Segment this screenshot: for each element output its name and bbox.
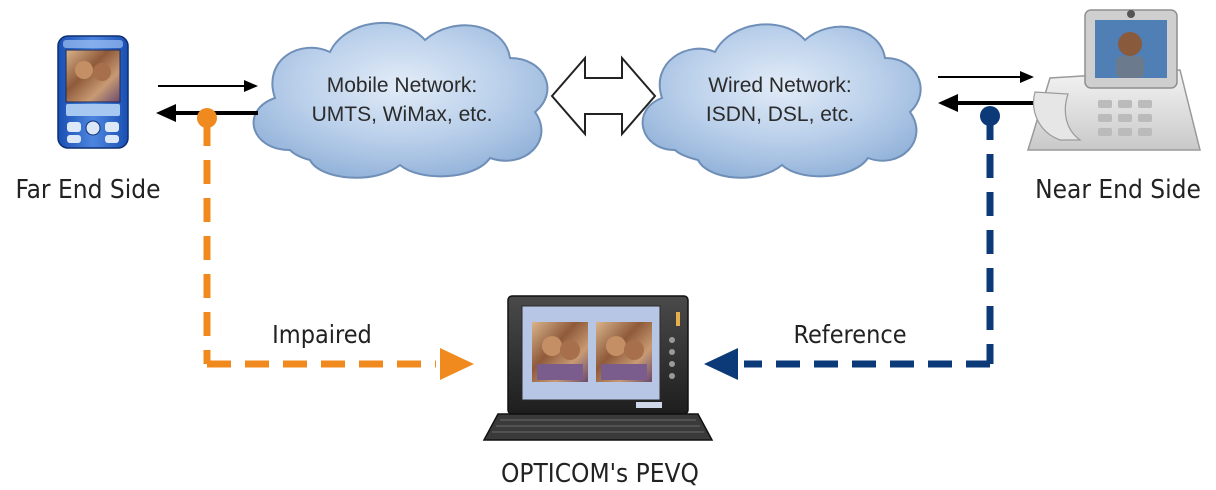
wired-network-title: Wired Network: xyxy=(708,74,852,97)
pda-icon xyxy=(57,35,129,149)
far-end-label: Far End Side xyxy=(16,175,161,205)
portable-computer-icon xyxy=(482,295,714,441)
mobile-network-title: Mobile Network: xyxy=(327,74,478,97)
reference-signal-path xyxy=(704,116,994,380)
pevq-label: OPTICOM's PEVQ xyxy=(501,459,699,489)
reference-tap-point xyxy=(980,106,1000,126)
video-phone-icon xyxy=(1026,9,1201,151)
mobile-network-examples: UMTS, WiMax, etc. xyxy=(312,103,493,126)
wired-network-cloud xyxy=(641,23,922,179)
bidirectional-arrow-icon xyxy=(550,55,657,137)
near-end-signal-arrows xyxy=(938,71,1036,112)
impaired-label: Impaired xyxy=(272,320,372,349)
mobile-network-cloud xyxy=(252,21,549,179)
impaired-tap-point xyxy=(197,108,217,128)
near-end-label: Near End Side xyxy=(1035,175,1201,205)
wired-network-examples: ISDN, DSL, etc. xyxy=(706,103,854,126)
impaired-arrowhead xyxy=(440,348,474,380)
reference-label: Reference xyxy=(793,320,906,349)
impaired-signal-path xyxy=(203,122,474,380)
reference-arrowhead xyxy=(704,348,738,380)
